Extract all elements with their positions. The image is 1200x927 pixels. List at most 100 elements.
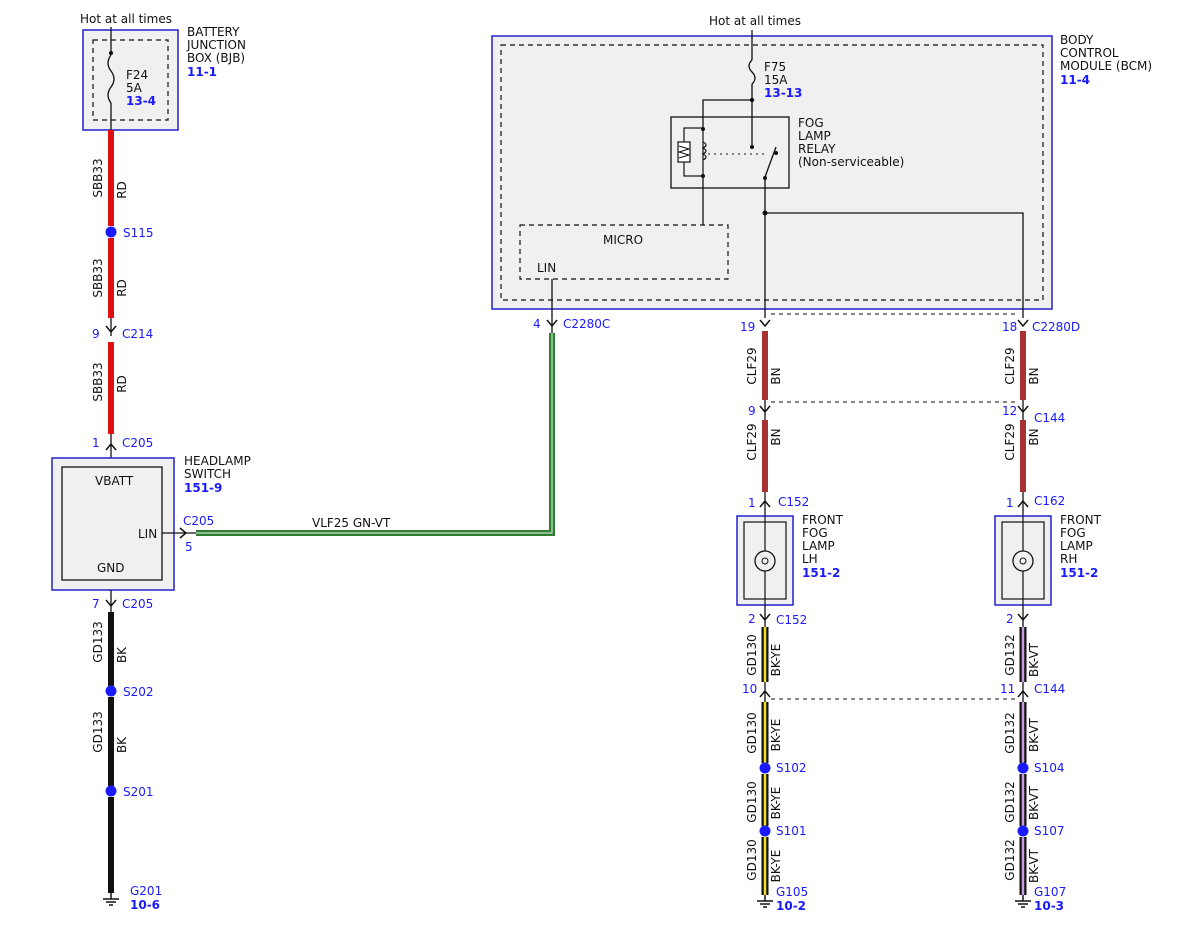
- fog-rh-label-4: RH: [1060, 552, 1077, 566]
- fog-lh-label-2: FOG: [802, 526, 828, 540]
- headlamp-label-1: HEADLAMP: [184, 454, 251, 468]
- wire-clf29-rh-color-1: BN: [1027, 367, 1041, 384]
- fuse-f24-name: F24: [126, 68, 148, 82]
- wire-gd133-circuit-2: GD133: [91, 711, 105, 752]
- relay-label-4: (Non-serviceable): [798, 155, 904, 169]
- connector-c205-gnd: C205: [122, 597, 153, 611]
- splice-s104: [1017, 762, 1029, 774]
- bulb-rh-icon: [1012, 550, 1034, 572]
- fuse-f75-amp: 15A: [764, 73, 788, 87]
- wire-sbb33-circuit-2: SBB33: [91, 258, 105, 297]
- bjb-label-1: BATTERY: [187, 25, 240, 39]
- wire-gd130-color-2: BK-YE: [769, 719, 783, 752]
- wire-gd130-circuit-3: GD130: [745, 781, 759, 822]
- relay-coil-icon: [701, 141, 707, 161]
- connector-c205-lin-pin: 5: [185, 540, 193, 554]
- ground-g105-ref[interactable]: 10-2: [776, 899, 806, 913]
- fuse-f75-icon: [748, 59, 756, 85]
- bulb-lh-icon: [754, 550, 776, 572]
- wire-gd133-color-2: BK: [115, 736, 129, 753]
- ground-g201-icon: [102, 892, 120, 906]
- wire-vlf25-label: VLF25 GN-VT: [312, 516, 391, 530]
- wire-gd132-color-4: BK-VT: [1027, 848, 1041, 883]
- connector-c144-bot-pin-rh: 11: [1000, 682, 1015, 696]
- headlamp-gnd: GND: [97, 561, 125, 575]
- connector-c214: C214: [122, 327, 153, 341]
- relay-switch-icon: [764, 146, 777, 178]
- micro-label: MICRO: [603, 233, 643, 247]
- wire-vlf25: [196, 333, 555, 536]
- splice-s102: [759, 762, 771, 774]
- fog-rh-label-3: LAMP: [1060, 539, 1093, 553]
- relay-label-2: LAMP: [798, 129, 831, 143]
- bjb-label-3: BOX (BJB): [187, 51, 245, 65]
- connector-c214-pin: 9: [92, 327, 100, 341]
- connector-c152-top: C152: [778, 495, 809, 509]
- ground-g107-icon: [1014, 894, 1032, 908]
- bcm-ref[interactable]: 11-4: [1060, 73, 1090, 87]
- connector-c152-top-pin: 1: [748, 496, 756, 510]
- splice-s115: [105, 226, 117, 238]
- bcm-label-3: MODULE (BCM): [1060, 59, 1152, 73]
- splice-s101-label: S101: [776, 824, 807, 838]
- fuse-f24-ref[interactable]: 13-4: [126, 94, 156, 108]
- battery-junction-box: [82, 29, 179, 131]
- fuse-f24-icon: [107, 54, 115, 104]
- wire-clf29-rh-circuit-2: CLF29: [1003, 423, 1017, 460]
- wire-gd130-color-3: BK-YE: [769, 787, 783, 820]
- splice-s201-label: S201: [123, 785, 154, 799]
- wire-gd130-circuit-1: GD130: [745, 634, 759, 675]
- bcm-micro: [519, 224, 729, 280]
- fog-lh-ref[interactable]: 151-2: [802, 566, 840, 580]
- fuse-f75-ref[interactable]: 13-13: [764, 86, 802, 100]
- wire-gd133-color-1: BK: [115, 646, 129, 663]
- connector-c205-top: C205: [122, 436, 153, 450]
- wire-clf29-lh-circuit-2: CLF29: [745, 423, 759, 460]
- wire-gd132-color-2: BK-VT: [1027, 717, 1041, 752]
- headlamp-lin: LIN: [138, 527, 157, 541]
- wire-gd133-circuit-1: GD133: [91, 621, 105, 662]
- connector-c152-bot: C152: [776, 613, 807, 627]
- fog-rh-ref[interactable]: 151-2: [1060, 566, 1098, 580]
- connector-c205-lin: C205: [183, 514, 214, 528]
- connector-c2280d-pin-lh: 19: [740, 320, 755, 334]
- splice-s202: [105, 685, 117, 697]
- ground-g201-ref[interactable]: 10-6: [130, 898, 160, 912]
- splice-s107: [1017, 825, 1029, 837]
- fuse-f75-name: F75: [764, 60, 786, 74]
- fog-rh-label-2: FOG: [1060, 526, 1086, 540]
- wire-gd130-color-1: BK-YE: [769, 644, 783, 677]
- fog-lh-label-3: LAMP: [802, 539, 835, 553]
- headlamp-label-2: SWITCH: [184, 467, 231, 481]
- ground-g107-ref[interactable]: 10-3: [1034, 899, 1064, 913]
- bcm-label-1: BODY: [1060, 33, 1094, 47]
- wire-sbb33-color-3: RD: [115, 375, 129, 393]
- wire-gd130-circuit-4: GD130: [745, 839, 759, 880]
- wire-gd132-color-1: BK-VT: [1027, 642, 1041, 677]
- wire-clf29-rh-circuit-1: CLF29: [1003, 347, 1017, 384]
- wire-gd132-circuit-2: GD132: [1003, 712, 1017, 753]
- connector-c144-top-pin-rh: 12: [1002, 404, 1017, 418]
- fog-lh-label-1: FRONT: [802, 513, 844, 527]
- splice-s102-label: S102: [776, 761, 807, 775]
- fog-rh-label-1: FRONT: [1060, 513, 1102, 527]
- connector-c144-bot: C144: [1034, 682, 1065, 696]
- splice-s115-label: S115: [123, 226, 154, 240]
- wire-gd132-color-3: BK-VT: [1027, 785, 1041, 820]
- wire-gd132-circuit-1: GD132: [1003, 634, 1017, 675]
- wire-clf29-lh-color-2: BN: [769, 428, 783, 445]
- connector-c2280d-pin-rh: 18: [1002, 320, 1017, 334]
- ground-g105: G105: [776, 885, 808, 899]
- splice-s101: [759, 825, 771, 837]
- connector-c205-gnd-pin: 7: [92, 597, 100, 611]
- ground-g107: G107: [1034, 885, 1066, 899]
- connector-c152-bot-pin: 2: [748, 612, 756, 626]
- bjb-ref[interactable]: 11-1: [187, 65, 217, 79]
- connector-c162-top: C162: [1034, 494, 1065, 508]
- fuse-f24-amp: 5A: [126, 81, 143, 95]
- headlamp-ref[interactable]: 151-9: [184, 481, 222, 495]
- splice-s104-label: S104: [1034, 761, 1065, 775]
- headlamp-vbatt: VBATT: [95, 474, 134, 488]
- wire-clf29-rh-color-2: BN: [1027, 428, 1041, 445]
